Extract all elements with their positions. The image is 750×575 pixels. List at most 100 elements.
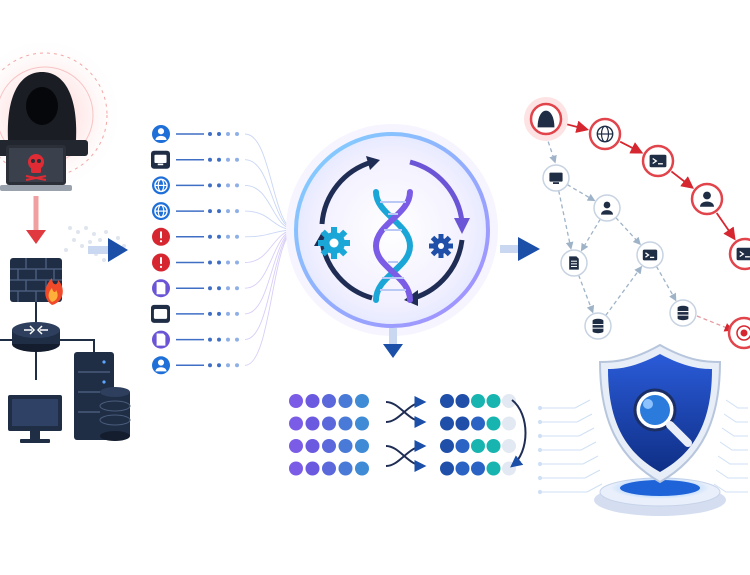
router-icon — [12, 322, 60, 352]
sequence-cell — [338, 461, 353, 476]
magnifier-icon — [633, 388, 692, 447]
event-dot — [217, 209, 221, 214]
behavior-graph — [524, 97, 750, 350]
attack-edge — [619, 140, 644, 154]
event-dot — [208, 286, 212, 291]
terminal-icon — [642, 249, 658, 261]
attack-edge — [670, 170, 694, 189]
graph-node-document-icon — [560, 249, 588, 277]
event-dot — [217, 286, 221, 291]
user-icon — [700, 191, 714, 207]
sequence-cell — [455, 394, 470, 408]
event-dot — [235, 157, 239, 162]
circuit-line — [717, 455, 748, 465]
monitor-icon — [549, 172, 563, 184]
event-log-item — [152, 330, 239, 349]
event-dot — [235, 363, 239, 368]
analysis-engine — [286, 124, 498, 336]
monitor-icon — [151, 150, 170, 169]
cycle-arrow-left — [319, 159, 373, 225]
terminal-icon — [649, 154, 667, 168]
event-log-item — [152, 227, 239, 246]
graph-node-user-icon — [593, 194, 621, 222]
sequence-cell — [289, 439, 303, 453]
event-log-item — [152, 202, 239, 221]
sequence-cell — [289, 461, 303, 476]
flow-arrow-1 — [88, 238, 128, 262]
event-log-item — [152, 125, 239, 143]
event-dot — [235, 209, 239, 214]
event-dot — [226, 311, 230, 316]
database-icon — [592, 318, 604, 334]
sequence-cell — [289, 394, 303, 408]
sequence-cell — [338, 394, 353, 408]
sequence-cell — [322, 394, 336, 408]
event-dot — [208, 337, 212, 342]
gear-icon — [318, 227, 350, 259]
event-log-item — [152, 356, 239, 375]
sequence-cell — [502, 416, 516, 431]
circuit-line — [540, 483, 603, 493]
normal-edge — [578, 274, 595, 314]
loop-arrow — [510, 399, 527, 468]
event-dot — [235, 183, 239, 188]
cycle-arrow-bottom-right — [413, 239, 465, 301]
event-dot — [208, 363, 212, 368]
attack-node-target-icon — [727, 316, 750, 350]
suspicious-edge — [696, 315, 734, 332]
database-icon — [99, 387, 131, 441]
attack-node-user-icon — [690, 182, 724, 216]
circuit-line — [715, 469, 748, 479]
event-log-item — [151, 150, 239, 169]
sequence-cell — [289, 416, 303, 431]
circuit-line — [719, 441, 748, 451]
circuit-line — [540, 455, 599, 465]
event-dot — [208, 132, 212, 136]
dna-icon — [372, 189, 414, 303]
event-log-item — [151, 304, 239, 323]
circuit-line — [540, 441, 597, 451]
sequence-cell — [305, 461, 320, 476]
sequence-matrix — [289, 394, 527, 476]
sequence-cell — [440, 394, 454, 408]
attack-node-terminal-icon — [728, 237, 750, 271]
event-log-list — [151, 125, 239, 375]
event-dot — [235, 286, 239, 291]
threat-ring — [0, 52, 108, 178]
event-dot — [217, 311, 221, 316]
sequence-cell — [486, 394, 501, 408]
attack-source-panel — [0, 37, 131, 443]
event-dot — [217, 132, 221, 136]
globe-icon — [152, 202, 170, 221]
user-icon — [152, 125, 170, 143]
sequence-cell — [305, 394, 320, 408]
sequence-cell — [455, 416, 470, 431]
sequence-cell — [355, 439, 369, 453]
event-dot — [226, 286, 230, 291]
attack-arrow-head — [26, 230, 46, 244]
sequence-cell — [486, 416, 501, 431]
sequence-cell — [486, 461, 501, 476]
event-dot — [217, 363, 221, 368]
document-icon — [152, 279, 170, 298]
sequence-cell — [322, 416, 336, 431]
event-dot — [217, 183, 221, 188]
monitor-icon — [8, 395, 62, 443]
circuit-line — [540, 469, 601, 479]
circuit-line — [723, 413, 748, 423]
database-icon — [677, 305, 689, 321]
alert-icon — [152, 227, 170, 246]
event-log-item — [152, 253, 239, 272]
sequence-cell — [471, 439, 485, 453]
attack-node-terminal-icon — [641, 144, 675, 178]
sequence-cell — [440, 439, 454, 453]
event-dot — [226, 363, 230, 368]
event-dot — [235, 132, 239, 136]
world-map-dots — [64, 226, 126, 262]
event-dot — [208, 209, 212, 214]
normal-edge — [580, 218, 601, 252]
event-log-item — [152, 176, 239, 195]
event-dot — [226, 209, 230, 214]
terminal-icon — [151, 304, 170, 323]
hacker-icon — [537, 110, 555, 128]
